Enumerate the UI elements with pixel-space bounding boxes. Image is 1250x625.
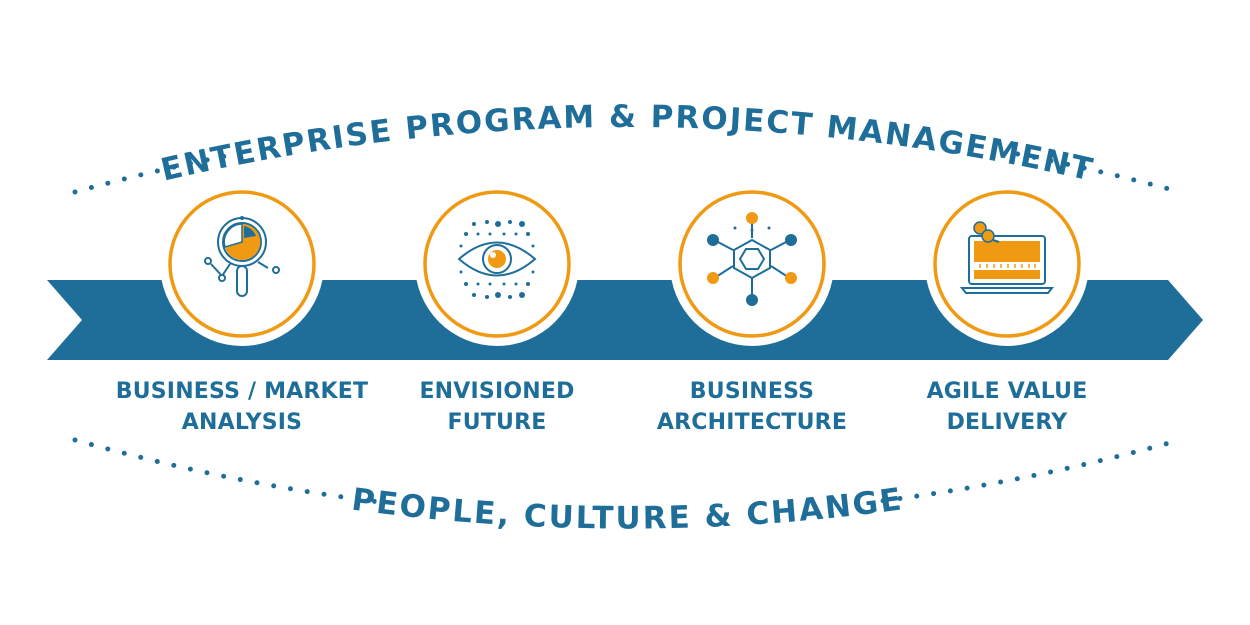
magnifier-pie-chart-icon [204, 216, 280, 297]
step-label-4: AGILE VALUE DELIVERY [867, 376, 1147, 438]
step-circle-1 [160, 182, 324, 346]
step-label-3-line2: ARCHITECTURE [656, 410, 848, 435]
step-label-1-line2: ANALYSIS [181, 410, 303, 435]
step-label-3-line1: BUSINESS [689, 379, 815, 404]
network-hub-icon [707, 212, 797, 306]
step-label-2-line2: FUTURE [447, 410, 547, 435]
step-label-2: ENVISIONED FUTURE [357, 376, 637, 438]
svg-text:ENTERPRISE PROGRAM & PROJECT M: ENTERPRISE PROGRAM & PROJECT MANAGEMENT [158, 99, 1098, 189]
top-dotted-arc [72, 113, 1183, 195]
step-label-1: BUSINESS / MARKET ANALYSIS [102, 376, 382, 438]
bottom-banner-text: PEOPLE, CULTURE & CHANGE [350, 481, 904, 536]
top-banner-text: ENTERPRISE PROGRAM & PROJECT MANAGEMENT [158, 99, 1096, 189]
step-label-2-line1: ENVISIONED [419, 379, 575, 404]
step-label-4-line2: DELIVERY [946, 410, 1068, 435]
bottom-dotted-arc [72, 437, 1183, 520]
step-label-1-line1: BUSINESS / MARKET [115, 379, 369, 404]
laptop-progress-icon [959, 221, 1055, 294]
step-label-4-line1: AGILE VALUE [926, 379, 1088, 404]
eye-icon [457, 220, 537, 299]
svg-text:PEOPLE, CULTURE & CHANGE: PEOPLE, CULTURE & CHANGE [350, 481, 906, 536]
step-label-3: BUSINESS ARCHITECTURE [612, 376, 892, 438]
process-arrow [47, 280, 1203, 360]
step-circle-3 [670, 182, 834, 346]
